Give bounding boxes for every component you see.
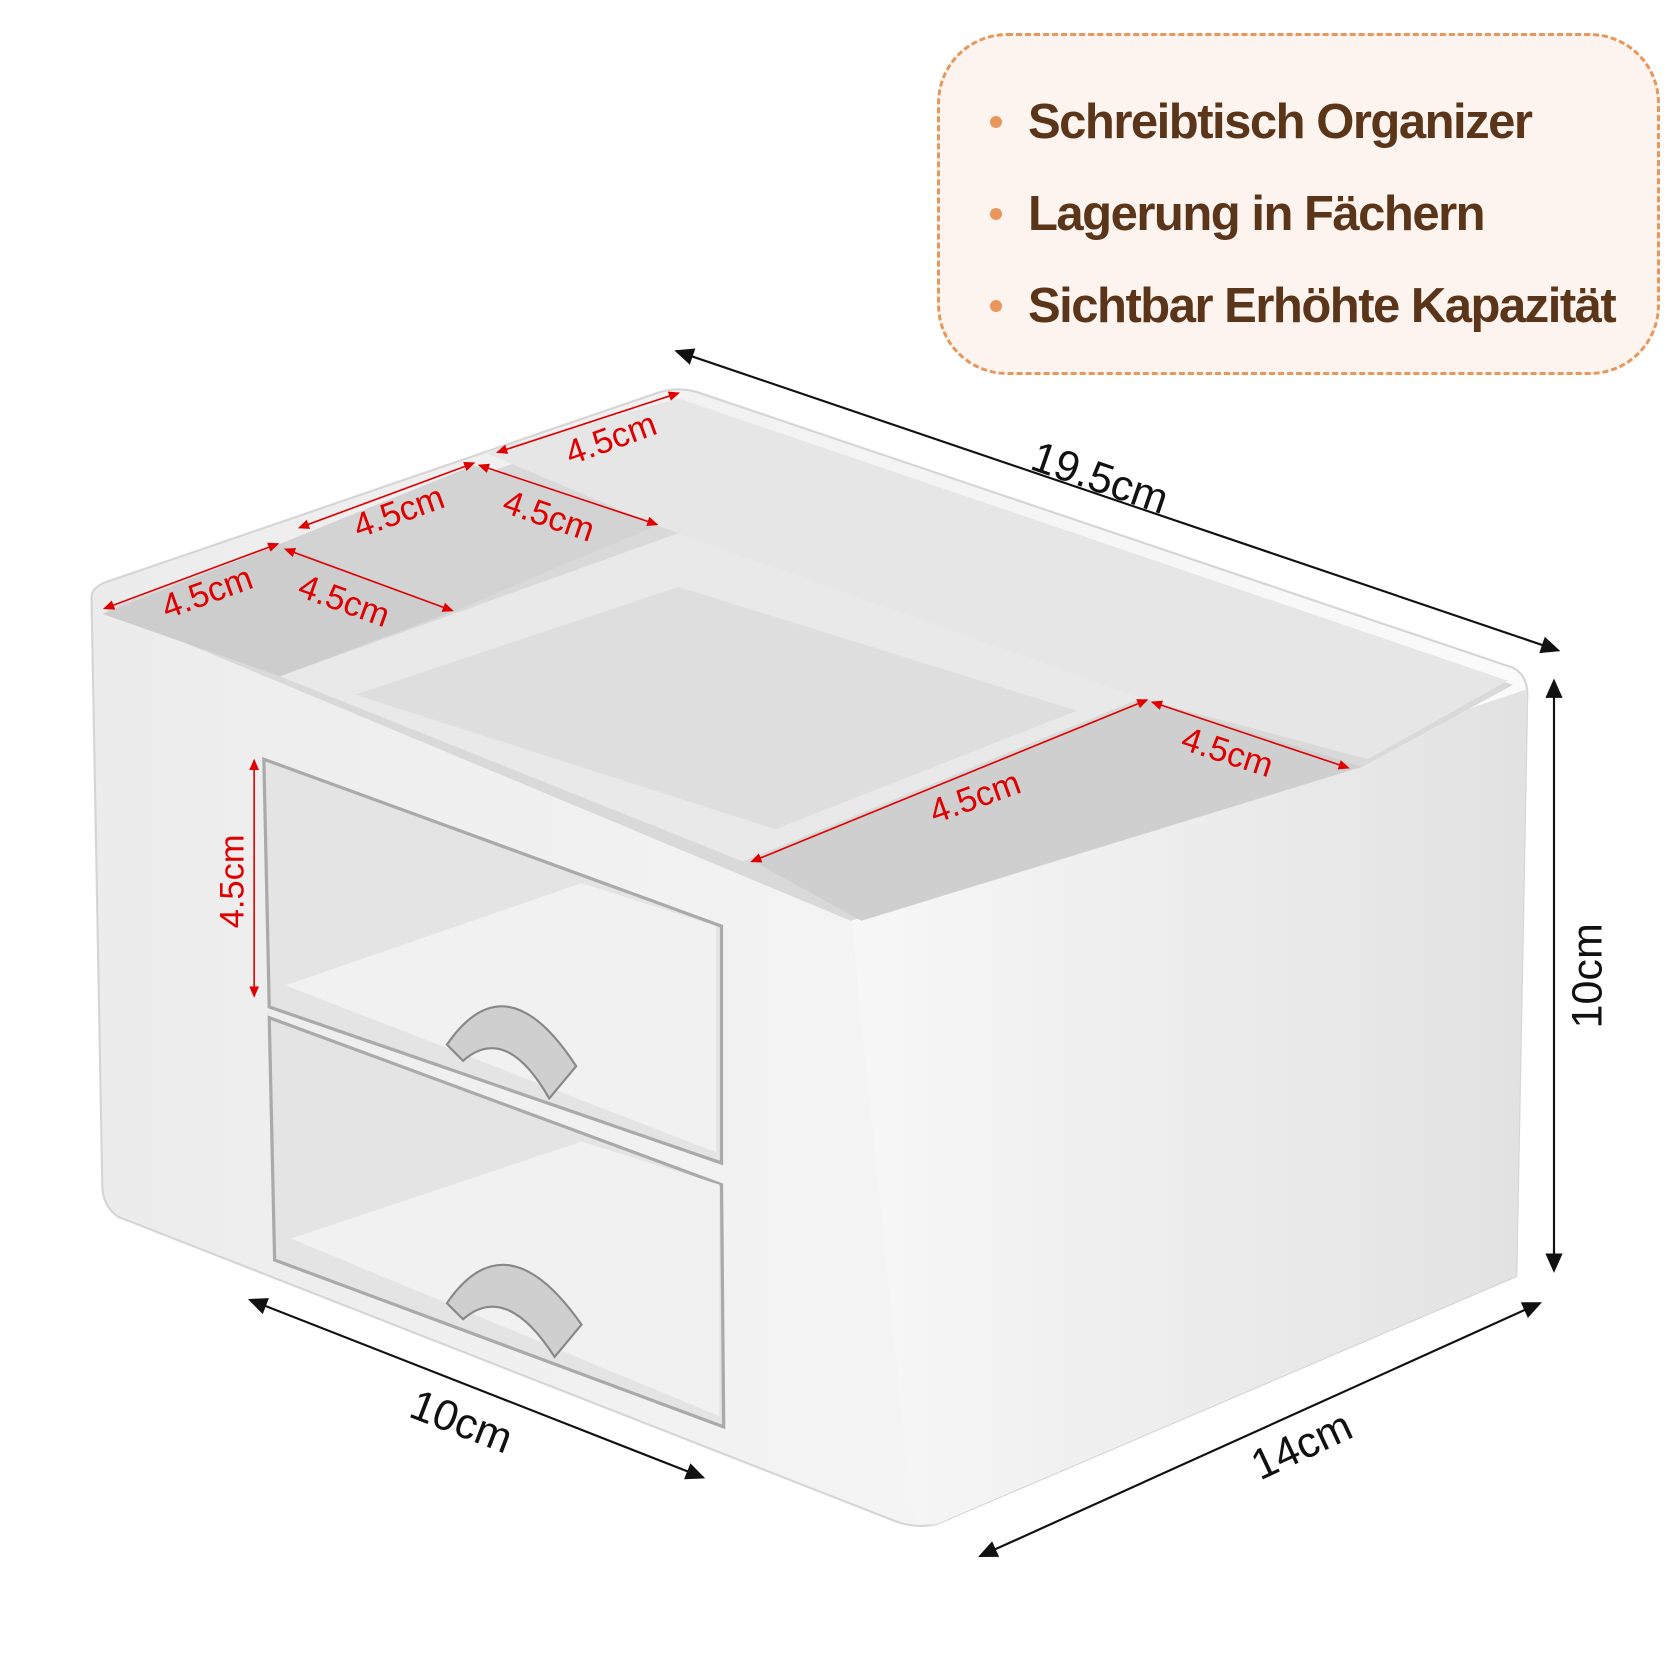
compartment-dimension-lines bbox=[102, 391, 1350, 998]
dimension-lines bbox=[247, 348, 1563, 1558]
drawer-height-label: 4.5cm bbox=[213, 834, 251, 928]
bullet-icon bbox=[990, 116, 1002, 128]
feature-item: Sichtbar Erhöhte Kapazität bbox=[990, 260, 1657, 352]
feature-text: Sichtbar Erhöhte Kapazität bbox=[1028, 279, 1617, 333]
width-label: 14cm bbox=[1244, 1402, 1360, 1490]
feature-item: Lagerung in Fächern bbox=[990, 168, 1657, 260]
drawer-handle-icon[interactable] bbox=[445, 1005, 578, 1101]
bullet-icon bbox=[990, 208, 1002, 220]
feature-callout: Schreibtisch Organizer Lagerung in Fäche… bbox=[937, 33, 1660, 375]
drawer-top[interactable] bbox=[262, 756, 724, 1166]
height-label: 10cm bbox=[1563, 923, 1611, 1028]
feature-text: Schreibtisch Organizer bbox=[1028, 95, 1533, 149]
feature-text: Lagerung in Fächern bbox=[1028, 187, 1486, 241]
feature-item: Schreibtisch Organizer bbox=[990, 76, 1657, 168]
bullet-icon bbox=[990, 300, 1002, 312]
drawer-width-label: 10cm bbox=[403, 1381, 519, 1464]
